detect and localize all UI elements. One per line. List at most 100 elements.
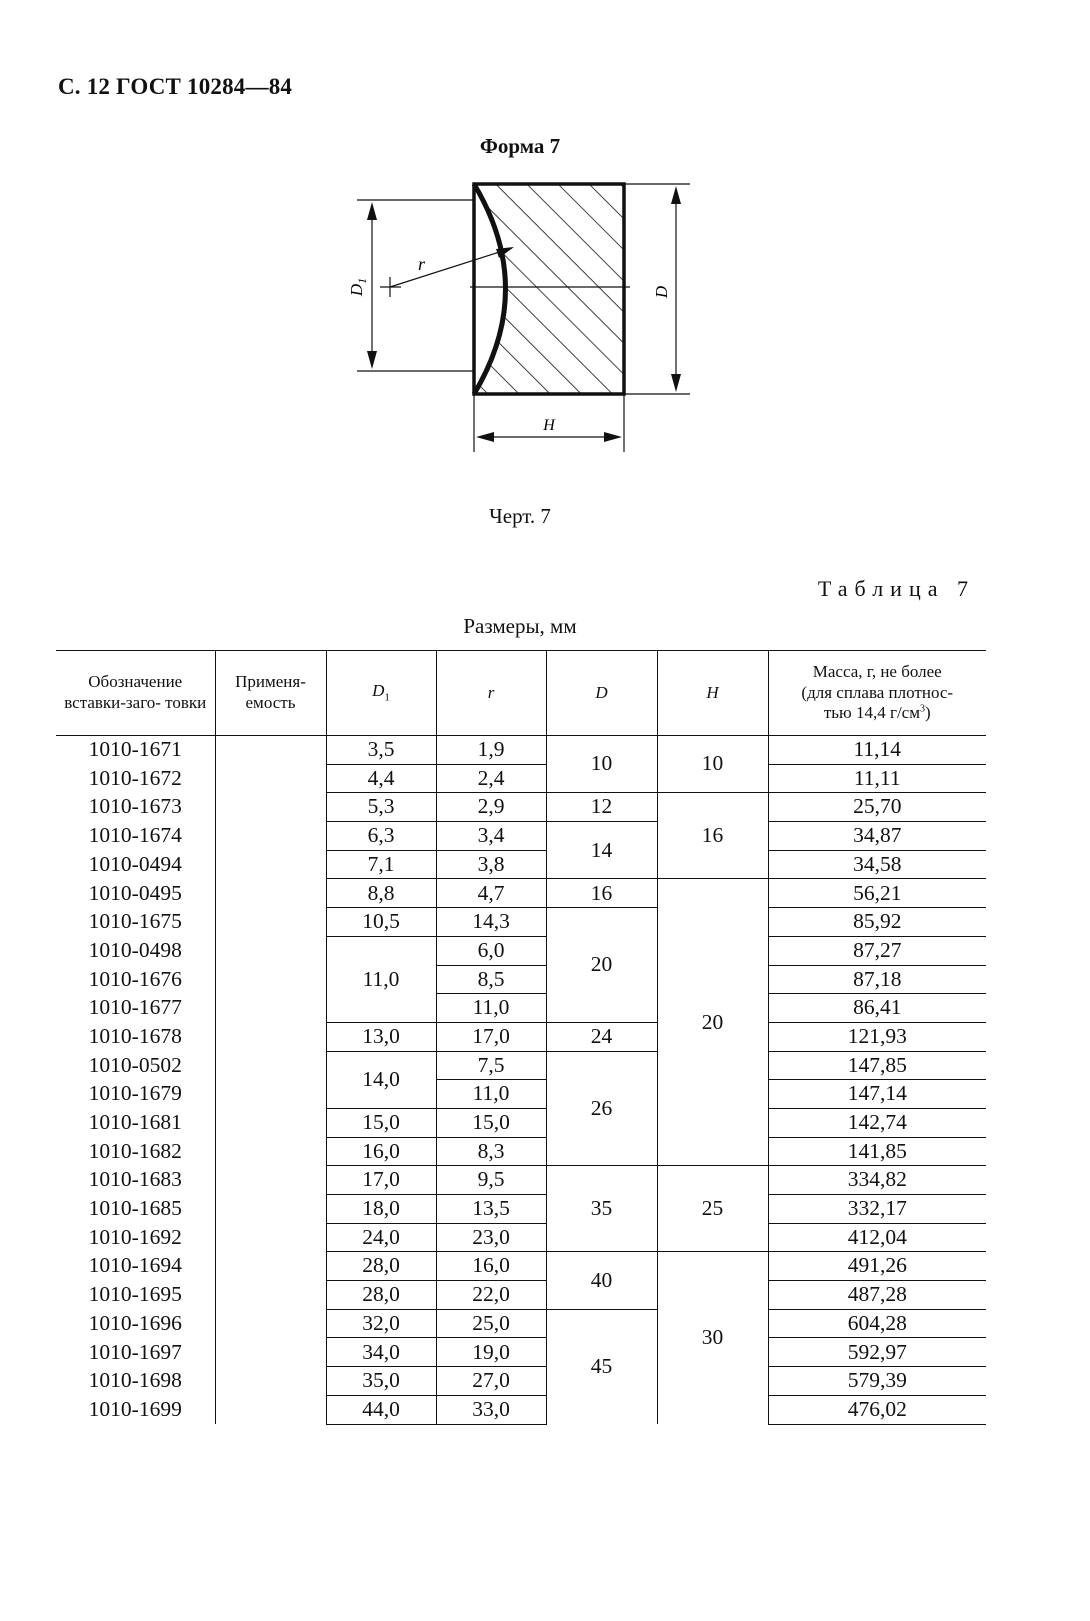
cell-d: 45 [545, 1309, 658, 1424]
cell-applicability [214, 878, 327, 908]
cell-d1: 13,0 [325, 1022, 437, 1052]
cell-r: 6,0 [435, 936, 547, 966]
cell-r: 16,0 [435, 1251, 547, 1282]
cell-mass: 34,58 [767, 850, 986, 880]
cell-r: 23,0 [435, 1223, 547, 1253]
cell-designation: 1010-1678 [56, 1022, 216, 1052]
cell-h: 30 [656, 1251, 769, 1424]
cell-d: 20 [545, 907, 658, 1023]
cell-r: 13,5 [435, 1194, 547, 1224]
cell-mass: 147,85 [767, 1051, 986, 1081]
cell-r: 14,3 [435, 907, 547, 937]
cell-mass: 121,93 [767, 1022, 986, 1052]
cell-d: 14 [545, 821, 658, 880]
cell-mass: 412,04 [767, 1223, 986, 1253]
cell-d1: 32,0 [325, 1309, 437, 1339]
cell-mass: 579,39 [767, 1366, 986, 1396]
cell-mass: 11,11 [767, 764, 986, 794]
cell-designation: 1010-1677 [56, 993, 216, 1023]
h-label: H [542, 417, 556, 434]
cell-designation: 1010-1694 [56, 1251, 216, 1281]
cell-d1: 44,0 [325, 1395, 437, 1425]
cell-d1: 35,0 [325, 1366, 437, 1396]
cell-designation: 1010-1674 [56, 821, 216, 851]
cell-applicability [214, 1366, 327, 1396]
cell-d1: 17,0 [325, 1165, 437, 1195]
cell-d1: 18,0 [325, 1194, 437, 1224]
cell-mass: 25,70 [767, 792, 986, 823]
cell-r: 8,5 [435, 965, 547, 995]
cell-h: 10 [656, 735, 769, 794]
dimensions-table: Обозначение вставки-заго- товки Применя-… [56, 650, 986, 1425]
cell-applicability [214, 1280, 327, 1310]
cell-designation: 1010-1673 [56, 792, 216, 822]
cell-r: 15,0 [435, 1108, 547, 1138]
table-title: Таблица 7 [817, 576, 975, 601]
cell-applicability [214, 1395, 327, 1424]
cell-designation: 1010-1685 [56, 1194, 216, 1224]
cell-d1: 3,5 [325, 735, 437, 765]
cell-applicability [214, 1165, 327, 1195]
form-title: Форма 7 [479, 134, 561, 158]
cell-h: 25 [656, 1165, 769, 1253]
cell-d1: 5,3 [325, 792, 437, 823]
cell-applicability [214, 1251, 327, 1281]
cell-r: 11,0 [435, 993, 547, 1023]
cell-applicability [214, 850, 327, 879]
col-h: H [656, 650, 769, 736]
d-label: D [652, 285, 671, 299]
cell-applicability [214, 1194, 327, 1224]
cell-d: 12 [545, 792, 658, 823]
cell-mass: 56,21 [767, 878, 986, 909]
cell-d1: 10,5 [325, 907, 437, 937]
cell-h: 16 [656, 792, 769, 880]
cell-designation: 1010-1695 [56, 1280, 216, 1310]
cell-mass: 142,74 [767, 1108, 986, 1138]
cell-mass: 87,18 [767, 965, 986, 995]
cell-designation: 1010-1679 [56, 1079, 216, 1109]
cell-d1: 24,0 [325, 1223, 437, 1253]
cell-r: 22,0 [435, 1280, 547, 1310]
radius-line [389, 247, 513, 288]
cell-d: 16 [545, 878, 658, 909]
cell-mass: 491,26 [767, 1251, 986, 1282]
cell-applicability [214, 1309, 327, 1338]
cell-mass: 141,85 [767, 1137, 986, 1167]
cell-mass: 147,14 [767, 1079, 986, 1109]
cell-designation: 1010-0502 [56, 1051, 216, 1080]
cell-d: 24 [545, 1022, 658, 1052]
body-outline [472, 182, 626, 396]
cell-d: 10 [545, 735, 658, 794]
col-mass: Масса, г, не более(для сплава плотнос-ть… [767, 650, 986, 736]
cell-d1: 14,0 [325, 1051, 437, 1109]
cell-designation: 1010-1697 [56, 1337, 216, 1367]
col-d: D [545, 650, 658, 736]
cell-r: 2,9 [435, 792, 547, 823]
cell-designation: 1010-1696 [56, 1309, 216, 1338]
cell-applicability [214, 821, 327, 851]
cell-applicability [214, 936, 327, 965]
cell-d1: 6,3 [325, 821, 437, 851]
page-header: С. 12 ГОСТ 10284—84 [58, 74, 293, 99]
cell-mass: 334,82 [767, 1165, 986, 1195]
cell-mass: 604,28 [767, 1309, 986, 1339]
cell-designation: 1010-1698 [56, 1366, 216, 1396]
cell-r: 33,0 [435, 1395, 547, 1425]
cell-designation: 1010-1671 [56, 735, 216, 765]
cell-mass: 332,17 [767, 1194, 986, 1224]
cell-r: 11,0 [435, 1079, 547, 1109]
cell-d1: 16,0 [325, 1137, 437, 1167]
cell-mass: 487,28 [767, 1280, 986, 1310]
